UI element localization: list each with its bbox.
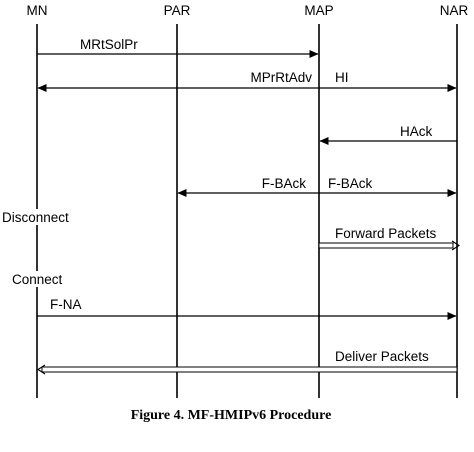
- event-backdrop-connect: [10, 271, 64, 287]
- message-label-fback-par: F-BAck: [262, 176, 307, 191]
- message-label-fback-nar: F-BAck: [328, 176, 373, 191]
- message-label-forward-packets: Forward Packets: [335, 226, 437, 241]
- message-label-f-na: F-NA: [50, 297, 82, 312]
- entity-label-nar: NAR: [440, 3, 469, 18]
- message-label-hack: HAck: [400, 124, 433, 139]
- entity-label-map: MAP: [304, 3, 333, 18]
- message-label-deliver-packets: Deliver Packets: [335, 349, 429, 364]
- event-label-connect: Connect: [12, 272, 63, 287]
- message-label-hi: HI: [335, 70, 349, 85]
- message-label-mprrtadv: MPrRtAdv: [250, 70, 312, 85]
- message-arrow-forward-packets: [318, 240, 461, 251]
- event-backdrop-disconnect: [0, 209, 60, 225]
- entity-label-mn: MN: [27, 3, 48, 18]
- entity-label-par: PAR: [164, 3, 191, 18]
- message-label-mrtsolpr: MRtSolPr: [80, 37, 138, 52]
- message-arrow-deliver-packets: [36, 364, 458, 375]
- figure-caption: Figure 4. MF-HMIPv6 Procedure: [131, 408, 332, 423]
- event-label-disconnect: Disconnect: [2, 210, 69, 225]
